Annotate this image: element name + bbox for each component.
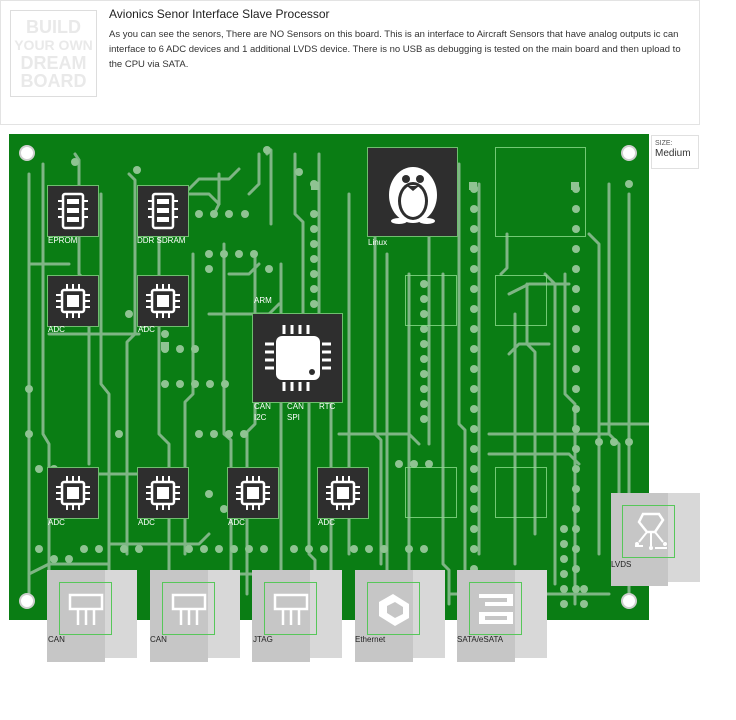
header-connector-icon	[68, 593, 103, 625]
adc-module[interactable]	[227, 467, 279, 519]
memory-icon	[148, 192, 178, 230]
cpu-pin-label: CAN	[287, 402, 304, 411]
port-icon-frame	[59, 582, 112, 635]
adc-label: ADC	[138, 325, 155, 334]
empty-slot-outline[interactable]	[495, 467, 547, 518]
adc-label: ADC	[48, 518, 65, 527]
chip-icon	[326, 476, 360, 510]
board-description: As you can see the senors, There are NO …	[109, 29, 681, 70]
logo-line: BOARD	[20, 70, 87, 91]
empty-slot-outline[interactable]	[405, 275, 457, 326]
empty-slot-outline[interactable]	[495, 275, 547, 326]
chip-icon	[56, 284, 90, 318]
can-port[interactable]	[150, 570, 208, 662]
adc-label: ADC	[48, 325, 65, 334]
adc-module[interactable]	[47, 467, 99, 519]
port-icon-frame	[162, 582, 215, 635]
port-label: Ethernet	[355, 635, 386, 644]
header-connector-icon	[273, 593, 308, 625]
memory-icon	[58, 192, 88, 230]
logo-line: YOUR OWN	[14, 36, 93, 53]
adc-label: ADC	[138, 518, 155, 527]
jtag-port[interactable]	[252, 570, 310, 662]
mounting-hole	[621, 593, 637, 609]
ddr-sdram-label: DDR SDRAM	[137, 236, 186, 245]
size-label: SIZE:	[655, 140, 673, 147]
sata-port[interactable]	[457, 570, 515, 662]
port-label: CAN	[150, 635, 167, 644]
mounting-hole	[621, 145, 637, 161]
port-label: CAN	[48, 635, 65, 644]
pcb-board	[9, 134, 649, 620]
port-icon-frame	[367, 582, 420, 635]
mounting-hole	[19, 145, 35, 161]
lvds-connector-icon-frame	[622, 505, 675, 558]
adc-module[interactable]	[137, 275, 189, 327]
lvds-connector-icon	[634, 512, 667, 550]
eprom-label: EPROM	[48, 236, 78, 245]
header-connector-icon	[171, 593, 206, 625]
cpu-pin-label: I2C	[254, 413, 267, 422]
port-icon-frame	[264, 582, 317, 635]
adc-module[interactable]	[137, 467, 189, 519]
build-your-own-dream-board-logo: BUILD YOUR OWN DREAM BOARD	[10, 10, 97, 97]
chip-icon	[236, 476, 270, 510]
adc-label: ADC	[318, 518, 335, 527]
empty-slot-outline[interactable]	[405, 467, 457, 518]
adc-label: ADC	[228, 518, 245, 527]
size-value[interactable]: Medium	[655, 148, 691, 159]
processor-icon	[264, 325, 331, 391]
logo-line: DREAM	[20, 52, 87, 73]
sata-port-icon	[478, 593, 513, 624]
board-title: Avionics Senor Interface Slave Processor	[109, 7, 330, 21]
port-label: JTAG	[253, 635, 273, 644]
ddr-sdram-module[interactable]	[137, 185, 189, 237]
cpu-pin-label: SPI	[287, 413, 300, 422]
chip-icon	[56, 476, 90, 510]
cpu-label: ARM	[254, 296, 272, 305]
eprom-module[interactable]	[47, 185, 99, 237]
logo-line: BUILD	[26, 16, 81, 37]
chip-icon	[146, 284, 180, 318]
cpu-pin-label: RTC	[319, 402, 336, 411]
chip-icon	[146, 476, 180, 510]
size-selector[interactable]: SIZE: Medium	[651, 135, 699, 169]
empty-slot-outline[interactable]	[495, 147, 586, 237]
linux-module[interactable]	[367, 147, 458, 237]
port-icon-frame	[469, 582, 522, 635]
adc-module[interactable]	[317, 467, 369, 519]
arm-cpu-module[interactable]	[252, 313, 343, 403]
can-port[interactable]	[47, 570, 105, 662]
mounting-hole	[19, 593, 35, 609]
cpu-pin-label: CAN	[254, 402, 271, 411]
ethernet-port-icon	[378, 593, 409, 626]
adc-module[interactable]	[47, 275, 99, 327]
linux-label: Linux	[368, 238, 388, 247]
linux-penguin-icon	[388, 167, 437, 224]
lvds-label: LVDS	[611, 560, 632, 569]
board-info-card: BUILD YOUR OWN DREAM BOARD Avionics Seno…	[0, 0, 700, 125]
port-label: SATA/eSATA	[457, 635, 504, 644]
